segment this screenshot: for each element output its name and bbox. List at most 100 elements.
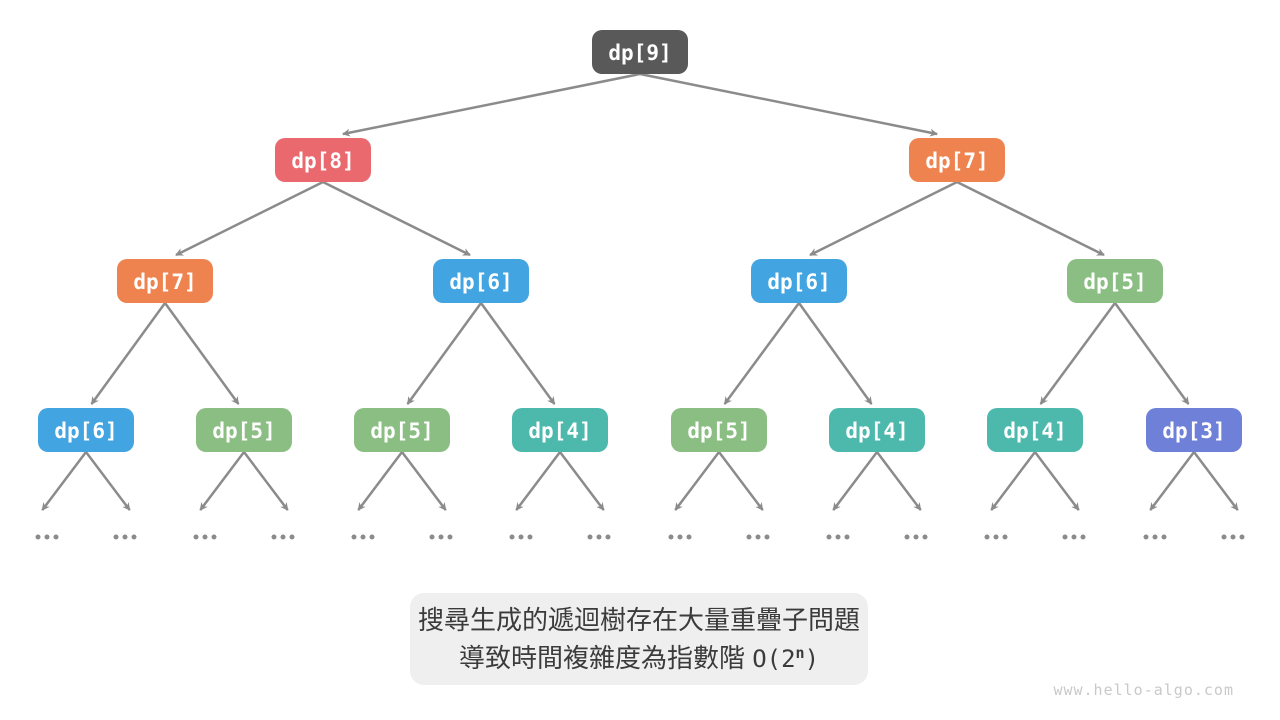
node-label: dp[5]: [370, 419, 433, 443]
node-label: dp[4]: [1003, 419, 1066, 443]
ellipsis-dot: [113, 534, 119, 540]
ellipsis-dot: [746, 534, 752, 540]
node-box: [1146, 408, 1242, 452]
edge-dp4b-ellipsis: [832, 451, 878, 511]
tree-node-dp8: dp[8]: [275, 138, 371, 182]
ellipsis: [587, 534, 611, 540]
ellipsis-dot: [438, 534, 444, 540]
edge-dp6c-ellipsis: [41, 451, 87, 511]
ellipsis: [351, 534, 375, 540]
node-box: [354, 408, 450, 452]
ellipsis-dot: [280, 534, 286, 540]
node-box: [117, 259, 213, 303]
edge-dp6b-dp4b: [797, 302, 873, 405]
edge-dp5c-ellipsis: [401, 451, 447, 511]
node-label: dp[6]: [54, 419, 117, 443]
ellipsis-dot: [844, 534, 850, 540]
ellipsis-dot: [351, 534, 357, 540]
ellipsis: [1143, 534, 1167, 540]
edge-dp5d-ellipsis: [674, 451, 720, 511]
node-label: dp[8]: [291, 149, 354, 173]
ellipsis-dot: [271, 534, 277, 540]
edge-dp7l-dp5b: [163, 302, 240, 405]
ellipsis-dot: [44, 534, 50, 540]
node-label: dp[4]: [528, 419, 591, 443]
ellipsis-dot: [587, 534, 593, 540]
ellipsis-dot: [668, 534, 674, 540]
edge-dp5d-ellipsis: [718, 451, 764, 511]
tree-node-dp9: dp[9]: [592, 30, 688, 74]
edge-dp5b-ellipsis: [199, 451, 245, 511]
caption-line-1: 搜尋生成的遞迴樹存在大量重疊子問題: [417, 604, 860, 635]
nodes-layer: dp[9] dp[8] dp[7] dp[7] dp[6] dp[6] dp[5] dp[6]…: [38, 30, 1242, 452]
ellipsis-dot: [211, 534, 217, 540]
edge-dp4a-ellipsis: [515, 451, 561, 511]
node-label: dp[7]: [925, 149, 988, 173]
ellipsis-dot: [596, 534, 602, 540]
tree-node-dp3: dp[3]: [1146, 408, 1242, 452]
ellipsis: [1221, 534, 1245, 540]
edge-dp3-ellipsis: [1193, 451, 1239, 511]
ellipsis-dot: [835, 534, 841, 540]
ellipsis-dot: [131, 534, 137, 540]
edge-dp6b-dp5d: [723, 302, 801, 405]
ellipsis-dot: [53, 534, 59, 540]
caption-line-2: 導致時間複雜度為指數階 O(2n): [459, 639, 819, 678]
ellipsis: [984, 534, 1008, 540]
edge-dp6a-dp5c: [406, 302, 483, 405]
ellipsis: [429, 534, 453, 540]
edge-dp8-dp7l: [175, 180, 324, 257]
ellipsis-dot: [369, 534, 375, 540]
ellipsis-dot: [1002, 534, 1008, 540]
edge-dp6a-dp4a: [479, 302, 556, 405]
tree-node-dp6b: dp[6]: [751, 259, 847, 303]
node-label: dp[5]: [1083, 270, 1146, 294]
node-box: [909, 138, 1005, 182]
tree-node-dp5d: dp[5]: [671, 408, 767, 452]
watermark: www.hello-algo.com: [1053, 681, 1234, 699]
ellipsis-dot: [755, 534, 761, 540]
ellipsis-dot: [686, 534, 692, 540]
edge-dp3-ellipsis: [1149, 451, 1195, 511]
node-box: [38, 408, 134, 452]
ellipsis: [668, 534, 692, 540]
ellipsis-dot: [122, 534, 128, 540]
edges-layer: [41, 72, 1239, 511]
ellipsis: [1062, 534, 1086, 540]
node-box: [196, 408, 292, 452]
ellipsis-dot: [1080, 534, 1086, 540]
ellipsis-dot: [1071, 534, 1077, 540]
ellipsis-dot: [1230, 534, 1236, 540]
ellipsis-dot: [1152, 534, 1158, 540]
tree-node-dp5b: dp[5]: [196, 408, 292, 452]
node-box: [829, 408, 925, 452]
tree-node-dp6a: dp[6]: [433, 259, 529, 303]
node-label: dp[3]: [1162, 419, 1225, 443]
node-box: [512, 408, 608, 452]
ellipsis: [35, 534, 59, 540]
tree-node-dp7l: dp[7]: [117, 259, 213, 303]
edge-dp5a-dp3: [1113, 302, 1190, 405]
edge-dp6c-ellipsis: [85, 451, 131, 511]
ellipsis-dot: [429, 534, 435, 540]
edge-dp4b-ellipsis: [876, 451, 922, 511]
edge-dp5b-ellipsis: [243, 451, 289, 511]
ellipsis: [746, 534, 770, 540]
caption-box: 搜尋生成的遞迴樹存在大量重疊子問題 導致時間複雜度為指數階 O(2n): [410, 593, 868, 685]
ellipsis-dot: [1143, 534, 1149, 540]
node-label: dp[6]: [449, 270, 512, 294]
ellipsis: [826, 534, 850, 540]
ellipsis-dot: [289, 534, 295, 540]
node-box: [275, 138, 371, 182]
node-box: [1067, 259, 1163, 303]
caption-line-2-text: 導致時間複雜度為指數階: [458, 642, 753, 673]
ellipsis-dot: [35, 534, 41, 540]
ellipsis-dot: [1221, 534, 1227, 540]
ellipsis: [271, 534, 295, 540]
node-label: dp[9]: [608, 41, 671, 65]
node-label: dp[7]: [133, 270, 196, 294]
edge-dp8-dp6a: [322, 180, 471, 257]
node-label: dp[4]: [845, 419, 908, 443]
ellipsis-dot: [1062, 534, 1068, 540]
